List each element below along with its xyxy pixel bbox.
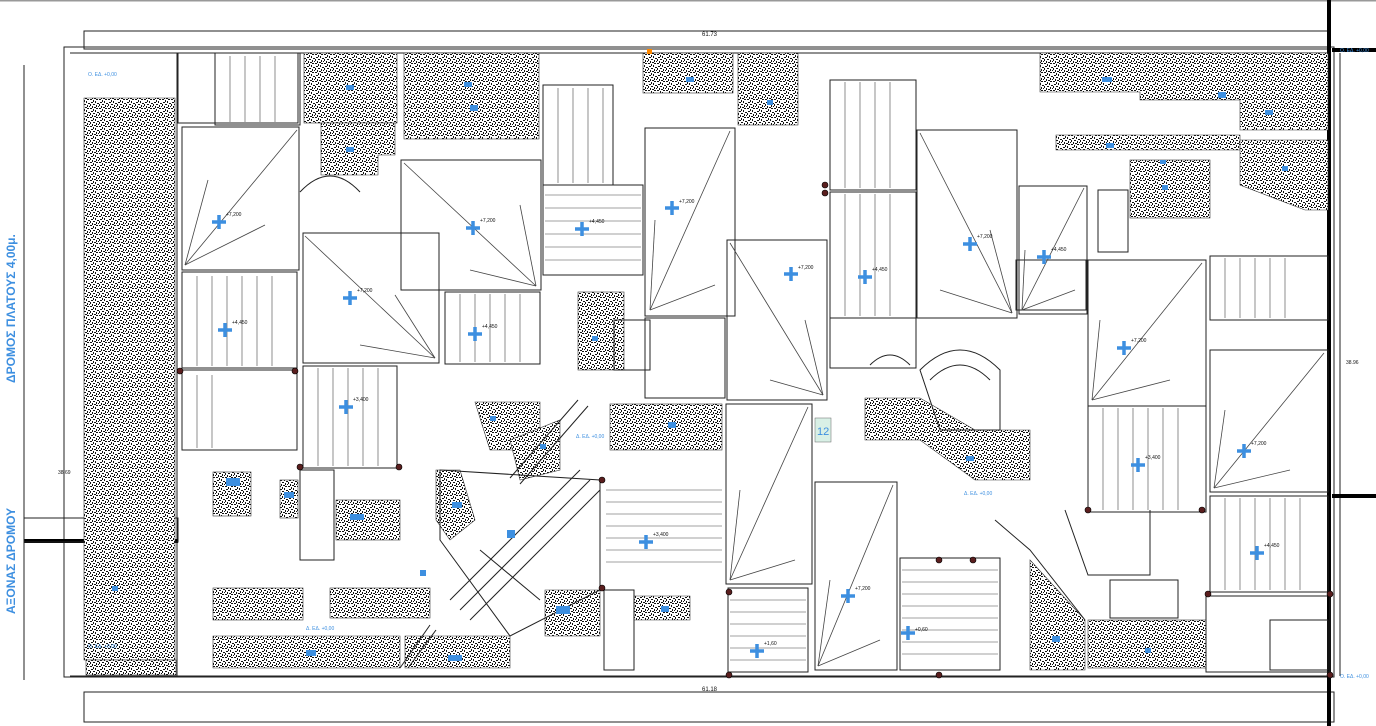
orange-marker — [647, 49, 652, 54]
level-text: +4,450 — [1264, 543, 1280, 549]
stair-treads — [196, 56, 1301, 661]
level-text: +7,200 — [1131, 338, 1147, 344]
level-text: +3,400 — [1145, 455, 1161, 461]
level-text: +4,450 — [1051, 247, 1067, 253]
corner-level-label: Ο. ΕΔ. +0,00 — [88, 644, 117, 650]
level-text: +7,200 — [226, 212, 242, 218]
ground-level-label: Δ. ΕΔ. +0,00 — [576, 434, 604, 440]
level-text: +4,450 — [589, 219, 605, 225]
ground-labels: Δ. ΕΔ. +0,00 Δ. ΕΔ. +0,00 Δ. ΕΔ. +0,00 Ο… — [88, 48, 1369, 680]
level-text: +3,400 — [353, 397, 369, 403]
level-markers — [212, 201, 1264, 658]
dim-top: 61.73 — [702, 32, 718, 38]
hatched-areas — [83, 52, 1329, 676]
level-text: +7,200 — [855, 586, 871, 592]
dim-left: 38.69 — [58, 470, 71, 476]
room-number: 12 — [817, 426, 829, 438]
corner-level-label: Ο. ΕΔ. +0,00 — [1340, 48, 1369, 54]
level-text: +4,450 — [232, 320, 248, 326]
level-text: +4,450 — [872, 267, 888, 273]
level-text: +7,200 — [977, 234, 993, 240]
roof-sketches — [184, 129, 1325, 667]
level-text: +7,200 — [1251, 441, 1267, 447]
level-text: +1,60 — [764, 641, 777, 647]
level-text: +7,200 — [679, 199, 695, 205]
room-cell — [814, 417, 832, 443]
level-text: +4,450 — [482, 324, 498, 330]
level-text: +7,200 — [480, 218, 496, 224]
diagonal-ramp — [399, 399, 601, 669]
corner-level-label: Ο. ΕΔ. +0,00 — [88, 72, 117, 78]
road-axis-label: ΑΞΟΝΑΣ ΔΡΟΜΟΥ — [4, 508, 18, 614]
corner-level-label: Ο. ΕΔ. +0,00 — [1340, 674, 1369, 680]
level-text: +7,200 — [798, 265, 814, 271]
building-outlines — [177, 52, 1331, 673]
curved-walls — [299, 175, 1151, 621]
level-text: +7,200 — [357, 288, 373, 294]
blue-tags — [112, 77, 1288, 661]
ground-level-label: Δ. ΕΔ. +0,00 — [964, 491, 992, 497]
dim-right: 38.96 — [1346, 360, 1359, 366]
level-texts: +7,200 +7,200 +7,200 +7,200 +7,200 +7,20… — [226, 199, 1280, 647]
ground-level-label: Δ. ΕΔ. +0,00 — [306, 626, 334, 632]
street-label: ΔΡΟΜΟΣ ΠΛΑΤΟΥΣ 4,00μ. — [4, 234, 18, 383]
level-text: +0,60 — [915, 627, 928, 633]
column-markers — [176, 181, 1334, 679]
dim-bottom: 61.18 — [702, 687, 718, 693]
level-text: +3,400 — [653, 532, 669, 538]
